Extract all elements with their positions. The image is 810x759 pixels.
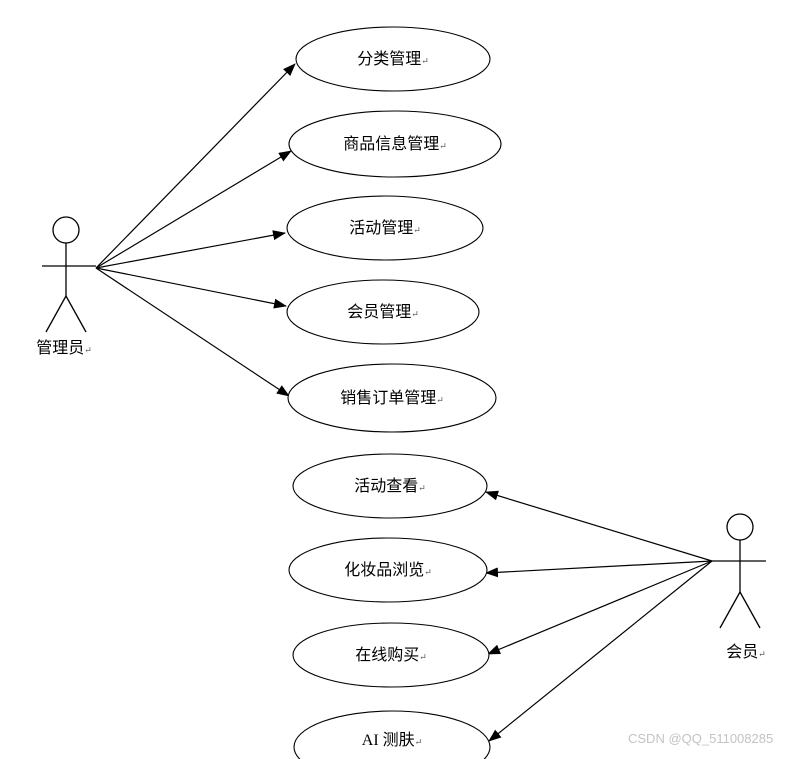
- watermark: CSDN @QQ_511008285: [628, 731, 773, 746]
- use-case-ellipse: [286, 279, 480, 345]
- use-case-label: 化妆品浏览↵: [344, 561, 432, 579]
- use-case-ellipse: [288, 110, 502, 178]
- use-case-sales-order-management: 销售订单管理↵: [287, 363, 497, 433]
- association-member-online-purchase: [487, 560, 713, 655]
- use-case-product-info-management: 商品信息管理↵: [288, 110, 502, 178]
- use-case-ai-skin-test: AI 测肤↵: [293, 710, 491, 759]
- association-member-activity-view: [485, 490, 713, 562]
- use-case-ellipse: [288, 537, 488, 603]
- actor-member-head: [726, 513, 754, 541]
- actor-member-right-leg: [739, 591, 761, 629]
- use-case-label: 活动查看↵: [354, 477, 426, 495]
- use-case-cosmetics-browse: 化妆品浏览↵: [288, 537, 488, 603]
- use-case-activity-view: 活动查看↵: [292, 453, 488, 519]
- association-member-cosmetics-browse: [485, 560, 713, 578]
- associations-admin: [95, 63, 296, 397]
- use-case-label: 在线购买↵: [355, 646, 427, 664]
- actor-member-left-leg: [719, 591, 741, 629]
- use-case-label: AI 测肤↵: [362, 731, 422, 749]
- use-case-ellipse: [286, 195, 484, 261]
- association-member-ai-skin-test: [488, 560, 713, 742]
- association-admin-category-management: [95, 63, 296, 269]
- actor-member: 会员↵: [712, 513, 766, 661]
- use-case-label: 活动管理↵: [349, 219, 421, 237]
- use-case-label: 销售订单管理↵: [340, 389, 444, 407]
- actor-admin-left-leg: [45, 295, 67, 333]
- actor-admin-label: 管理员↵: [36, 339, 92, 357]
- use-case-category-management: 分类管理↵: [295, 26, 491, 92]
- actor-admin-head: [52, 216, 80, 244]
- use-case-online-purchase: 在线购买↵: [292, 622, 490, 688]
- use-case-label: 会员管理↵: [347, 303, 419, 321]
- actor-member-label: 会员↵: [726, 643, 766, 661]
- use-case-ellipse: [287, 363, 497, 433]
- association-admin-product-info-management: [95, 150, 292, 269]
- associations-member: [485, 490, 713, 742]
- actor-admin-right-leg: [65, 295, 87, 333]
- use-case-ellipse: [295, 26, 491, 92]
- use-case-ellipse: [293, 710, 491, 759]
- use-case-ellipse: [292, 453, 488, 519]
- use-case-member-management: 会员管理↵: [286, 279, 480, 345]
- use-case-ellipse: [292, 622, 490, 688]
- association-admin-member-management: [95, 267, 287, 309]
- use-case-activity-management: 活动管理↵: [286, 195, 484, 261]
- use-case-label: 分类管理↵: [357, 50, 429, 68]
- association-admin-sales-order-management: [95, 267, 290, 397]
- association-admin-activity-management: [95, 230, 286, 269]
- use-case-label: 商品信息管理↵: [343, 135, 447, 153]
- actor-admin: 管理员↵: [36, 216, 96, 357]
